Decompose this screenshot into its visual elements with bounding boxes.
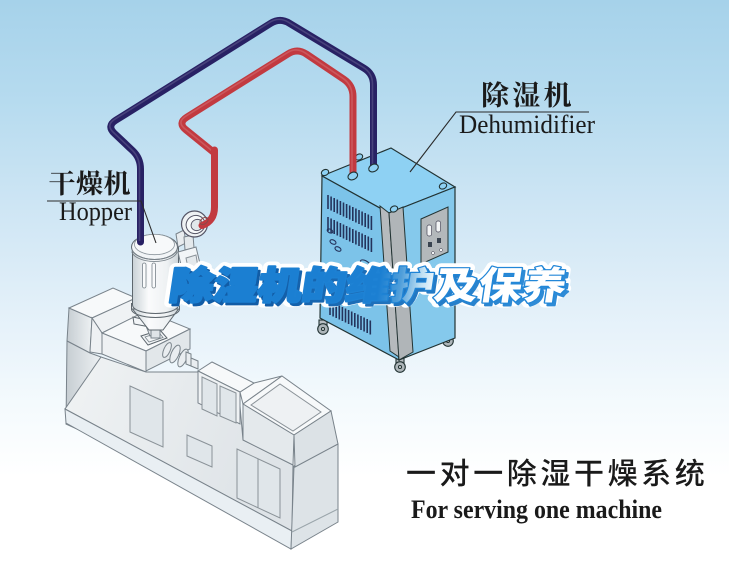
svg-text:Dehumidifier: Dehumidifier — [459, 110, 595, 139]
svg-text:Hopper: Hopper — [59, 197, 132, 226]
svg-text:For serving one machine: For serving one machine — [411, 495, 662, 524]
